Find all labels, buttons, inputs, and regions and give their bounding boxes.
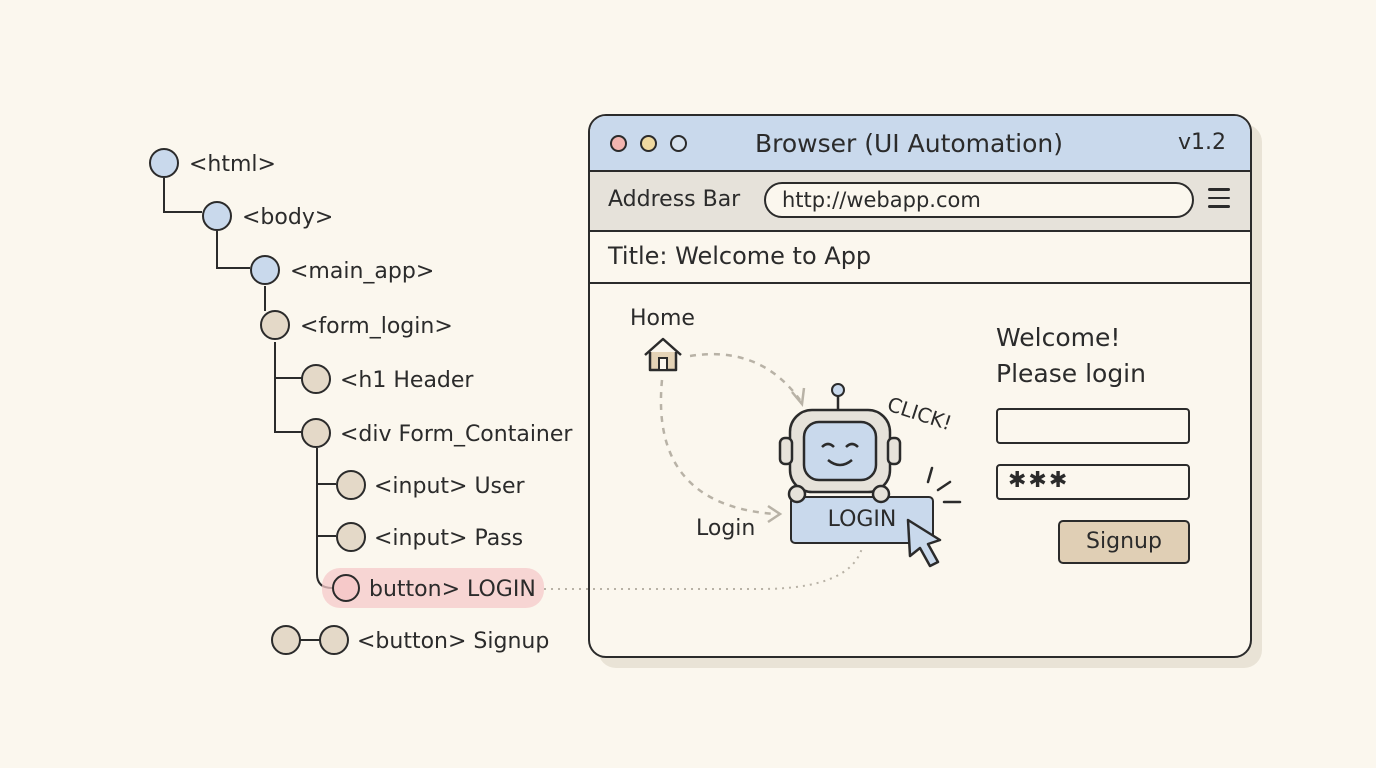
tree-node-input-user[interactable]: <input> User — [336, 470, 526, 500]
tree-connector — [316, 484, 336, 537]
tree-node-dot — [250, 255, 280, 285]
tree-node-label: <h1 Header — [340, 368, 474, 393]
window-title: Browser (UI Automation) — [755, 129, 1063, 158]
tree-node-dot — [260, 310, 290, 340]
url-input[interactable]: http://webapp.com — [764, 182, 1194, 218]
tree-connector — [163, 178, 202, 213]
browser-window: Browser (UI Automation) v1.2 Address Bar… — [588, 114, 1252, 658]
version-label: v1.2 — [1177, 130, 1226, 155]
maximize-window-icon[interactable] — [670, 135, 687, 152]
tree-node-label: <form_login> — [300, 314, 453, 339]
tree-node-dot — [301, 418, 331, 448]
tree-node-html[interactable]: <html> — [149, 148, 276, 178]
welcome-line-2: Please login — [996, 359, 1146, 388]
tree-node-body[interactable]: <body> — [202, 201, 333, 231]
tree-node-form-container[interactable]: <div Form_Container — [301, 418, 573, 448]
tree-node-label: <input> User — [374, 474, 526, 499]
page-title-row: Title: Welcome to App — [590, 232, 1250, 284]
tree-node-dot — [336, 470, 366, 500]
address-bar-label: Address Bar — [608, 187, 741, 212]
tree-node-dot — [202, 201, 232, 231]
login-button[interactable]: LOGIN — [790, 496, 934, 544]
tree-node-button-login[interactable]: button> LOGIN — [332, 574, 536, 602]
tree-node-label: <input> Pass — [374, 526, 523, 551]
close-window-icon[interactable] — [610, 135, 627, 152]
username-field[interactable] — [996, 408, 1190, 444]
home-link-label[interactable]: Home — [630, 306, 695, 331]
tree-node-dot — [332, 574, 360, 602]
tree-connector — [216, 231, 250, 269]
welcome-message: Welcome! Please login — [996, 320, 1146, 392]
tree-node-h1-header[interactable]: <h1 Header — [301, 364, 474, 394]
tree-node-dot — [336, 522, 366, 552]
tree-connector — [274, 342, 302, 379]
tree-node-dot — [319, 625, 349, 655]
tree-node-main-app[interactable]: <main_app> — [250, 255, 434, 285]
page-title: Title: Welcome to App — [608, 242, 872, 270]
tree-node-form-login[interactable]: <form_login> — [260, 310, 453, 340]
tree-node-dot — [301, 364, 331, 394]
highlight-login-node — [322, 568, 544, 608]
hamburger-menu-icon[interactable] — [1208, 188, 1230, 208]
tree-connector — [274, 378, 302, 433]
tree-node-label: <main_app> — [290, 259, 434, 284]
tree-node-label: <button> Signup — [357, 629, 549, 654]
tree-node-input-pass[interactable]: <input> Pass — [336, 522, 523, 552]
tree-connector — [316, 448, 336, 485]
tree-node-button-signup[interactable]: <button> Signup — [271, 625, 549, 655]
tree-node-dot — [271, 625, 301, 655]
tree-node-label: <html> — [189, 152, 276, 177]
tree-node-label: <div Form_Container — [340, 422, 573, 447]
tree-node-label: button> LOGIN — [369, 577, 536, 602]
minimize-window-icon[interactable] — [640, 135, 657, 152]
tree-node-label: <body> — [242, 205, 333, 230]
login-link-label[interactable]: Login — [696, 516, 756, 541]
signup-button[interactable]: Signup — [1058, 520, 1190, 564]
page-content: Home Login Welcome! Please login ✱✱✱ Sig… — [590, 284, 1250, 656]
browser-titlebar: Browser (UI Automation) v1.2 — [590, 116, 1250, 172]
password-field[interactable]: ✱✱✱ — [996, 464, 1190, 500]
welcome-line-1: Welcome! — [996, 323, 1121, 352]
address-bar: Address Bar http://webapp.com — [590, 172, 1250, 232]
tree-node-dot — [149, 148, 179, 178]
